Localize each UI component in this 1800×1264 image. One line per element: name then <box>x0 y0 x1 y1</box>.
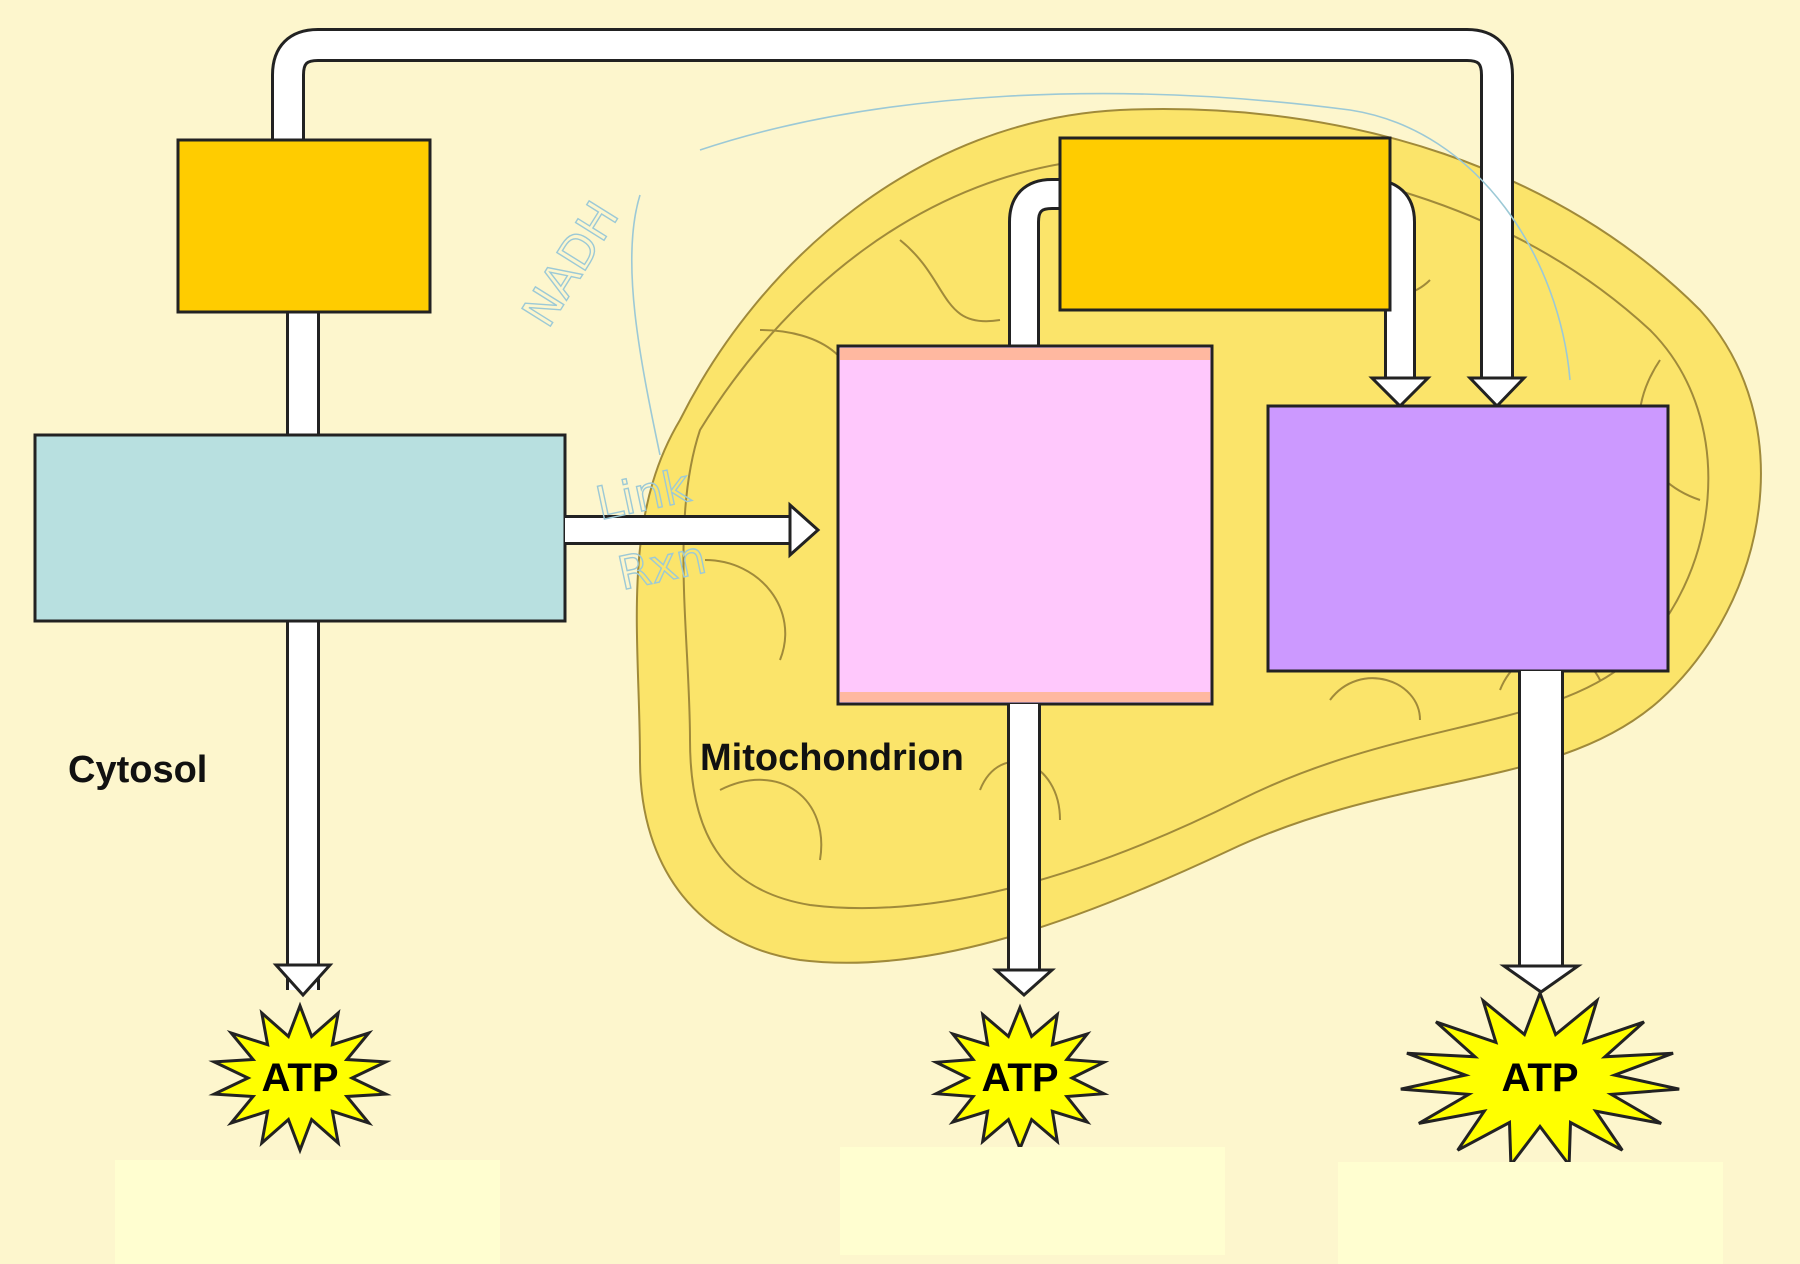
atp-label-glycolysis: ATP <box>261 1056 338 1100</box>
mitochondrion-nadh-box <box>1058 136 1392 312</box>
blank-label-box-krebs <box>840 1147 1225 1255</box>
handwritten-nadh-curve <box>699 92 1571 381</box>
cytosol-label: Cytosol <box>68 749 207 791</box>
glycolysis-to-krebs-arrowhead <box>788 501 821 559</box>
atp-burst-oxphos <box>1400 988 1680 1170</box>
atp-burst-glycolysis <box>208 1001 392 1155</box>
blank-label-box-glycolysis <box>115 1160 500 1264</box>
krebs-atp-arrowhead <box>992 968 1056 998</box>
inner-loop-arrowhead <box>1368 376 1432 409</box>
atp-label-oxphos: ATP <box>1501 1056 1578 1100</box>
atp-label-krebs: ATP <box>981 1056 1058 1100</box>
top-loop-arrowhead <box>1466 376 1528 409</box>
mitochondrion-label: Mitochondrion <box>700 737 964 779</box>
glycolysis-box <box>33 433 567 623</box>
glycolysis-atp-arrowhead <box>272 963 334 998</box>
cytosol-nadh-box <box>176 138 432 314</box>
atp-starburst-shape <box>208 1001 392 1155</box>
citric-acid-cycle-box <box>836 344 1214 706</box>
oxphos-atp-arrowhead <box>1499 964 1583 994</box>
oxidative-phosphorylation-box <box>1266 404 1670 673</box>
blank-label-box-oxphos <box>1338 1162 1723 1264</box>
handwritten-bracket <box>630 194 661 456</box>
atp-starburst-shape <box>1400 988 1680 1170</box>
